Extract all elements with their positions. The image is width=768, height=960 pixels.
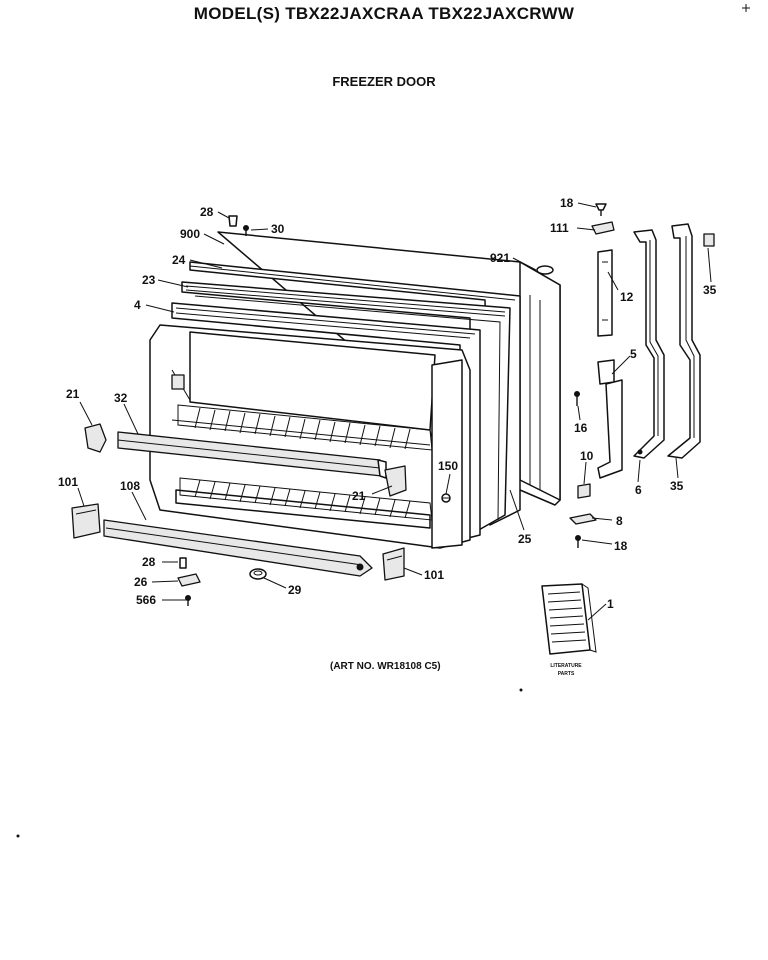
label-28-top: 28 [200, 205, 214, 219]
label-18-bottom: 18 [614, 539, 628, 553]
liner-clip [171, 374, 185, 390]
screw-18-top [595, 203, 607, 216]
shelf-bar-32 [117, 431, 387, 479]
registration-mark [742, 4, 750, 12]
hinge-111 [591, 221, 615, 235]
screw-18-bottom [575, 535, 581, 548]
art-number: (ART NO. WR18108 C5) [330, 661, 441, 672]
model-title: MODEL(S) TBX22JAXCRAA TBX22JAXCRWW [193, 4, 575, 23]
section-title: FREEZER DOOR [332, 74, 436, 89]
label-900: 900 [180, 227, 200, 241]
shelf-bracket-left [84, 423, 107, 453]
hinge-5 [597, 359, 623, 479]
screw-150 [441, 493, 451, 503]
label-108: 108 [120, 479, 140, 493]
door-handle-6 [633, 229, 665, 459]
door-inner-liner [149, 324, 471, 549]
label-25: 25 [518, 532, 532, 546]
label-23: 23 [142, 273, 156, 287]
label-4: 4 [134, 298, 141, 312]
label-32: 32 [114, 391, 128, 405]
grommet-29 [249, 568, 267, 580]
literature-label-line1: LITERATURE [550, 663, 582, 669]
screw-16 [574, 391, 580, 406]
label-10: 10 [580, 449, 594, 463]
label-28-bottom: 28 [142, 555, 156, 569]
label-16: 16 [574, 421, 588, 435]
handle-cap-35 [703, 233, 715, 247]
label-18-top: 18 [560, 196, 574, 210]
label-5: 5 [630, 347, 637, 361]
scan-speck [16, 834, 20, 838]
label-101-left: 101 [58, 475, 78, 489]
part-labels: 28 30 900 24 23 4 921 18 111 12 35 5 16 … [58, 196, 717, 611]
label-921: 921 [490, 251, 510, 265]
bin-rail-108 [103, 519, 373, 577]
screw-566 [185, 595, 191, 606]
label-1: 1 [607, 597, 614, 611]
label-21-right: 21 [352, 489, 366, 503]
label-30: 30 [271, 222, 285, 236]
hinge-bracket-12 [597, 249, 613, 337]
screw-30 [243, 225, 249, 236]
end-cap-left [71, 503, 101, 539]
label-12: 12 [620, 290, 634, 304]
label-35-bottom: 35 [670, 479, 684, 493]
end-cap-right [382, 547, 405, 581]
hinge-plate-26 [177, 573, 201, 587]
screw-28-bottom [179, 557, 187, 569]
door-handle-35 [667, 223, 701, 459]
label-26: 26 [134, 575, 148, 589]
label-6: 6 [635, 483, 642, 497]
label-29: 29 [288, 583, 302, 597]
leader-lines [77, 202, 712, 621]
label-21-left: 21 [66, 387, 80, 401]
literature-booklet: LITERATURE PARTS [541, 583, 597, 677]
label-35-top: 35 [703, 283, 717, 297]
screw-28-top [228, 215, 238, 227]
scan-speck [519, 688, 523, 692]
hinge-plate-8 [569, 513, 597, 525]
label-24: 24 [172, 253, 186, 267]
label-566: 566 [136, 593, 156, 607]
literature-label-line2: PARTS [558, 671, 575, 677]
part-921-plug [536, 265, 554, 275]
label-101-right: 101 [424, 568, 444, 582]
label-8: 8 [616, 514, 623, 528]
block-10 [577, 483, 591, 499]
label-111: 111 [550, 221, 569, 235]
label-150: 150 [438, 459, 458, 473]
